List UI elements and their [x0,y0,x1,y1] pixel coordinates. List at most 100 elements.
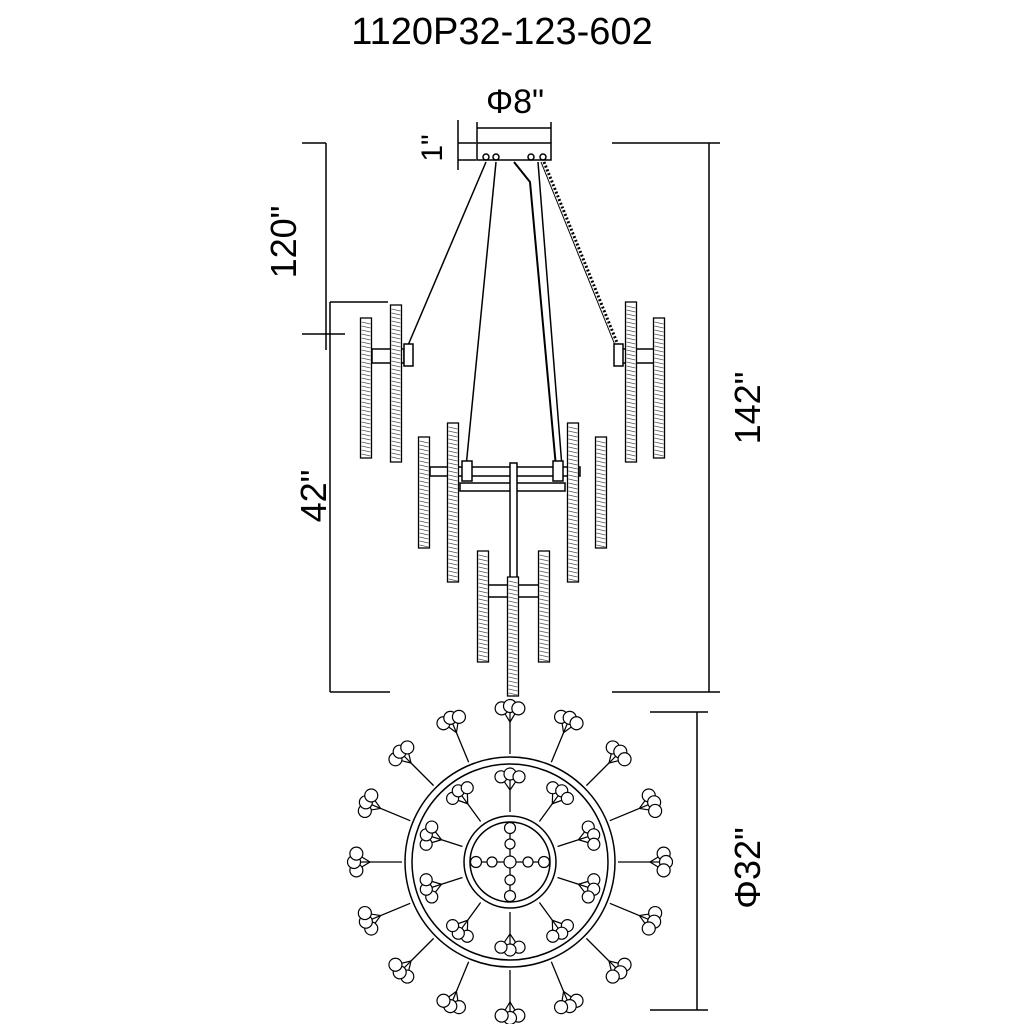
crystal-rod-facet [478,650,488,654]
crystal-rod-facet [448,514,458,518]
crystal-rod-facet [448,574,458,578]
light-cluster [446,781,482,822]
crystal-rod-facet [478,554,488,558]
crystal-rod-facet [361,409,371,413]
crystal-rod-body [446,422,460,583]
crystal-rod-facet [596,504,606,508]
crystal-rod-facet [654,449,664,453]
crystal-rod-body [594,436,608,549]
crystal-rod-facet [391,316,401,320]
cable [405,161,487,351]
crystal-rod-facet [391,424,401,428]
crystal-rod-facet [539,554,549,558]
crystal-rod-facet [568,506,578,510]
crystal-rod-facet [361,373,371,377]
crystal-rod-facet [626,317,636,321]
cluster-stem [467,803,482,822]
crystal-rod-facet [596,536,606,540]
light-cluster [557,820,601,851]
center-arm [503,821,517,862]
crystal-rod-facet [568,438,578,442]
crystal-rod-facet [626,337,636,341]
crystal-rod-facet [626,325,636,329]
crystal-rod-facet [568,558,578,562]
crystal-rod-facet [448,454,458,458]
crystal-rod-facet [478,582,488,586]
crystal-rod-facet [448,534,458,538]
crystal-rod-facet [568,538,578,542]
crystal-rod-facet [448,554,458,558]
center-arm [469,855,510,869]
crystal-rod-facet [539,622,549,626]
crystal-rod-facet [361,421,371,425]
crystal-rod-facet [361,381,371,385]
crystal-rod-facet [419,516,429,520]
crystal-rod-facet [361,349,371,353]
crystal-rod-facet [568,434,578,438]
crystal-rod-facet [596,488,606,492]
crystal-rod-facet [654,393,664,397]
crystal-rod-facet [478,558,488,562]
crystal-rod-facet [539,638,549,642]
crystal-rod-facet [361,389,371,393]
light-cluster [585,937,632,984]
crystal-rod-facet [419,508,429,512]
crystal-rod-facet [568,498,578,502]
crystal-rod-facet [478,598,488,602]
crystal-rod-facet [391,308,401,312]
crystal-rod-facet [539,642,549,646]
crystal-rod-facet [361,425,371,429]
crystal-rod-facet [478,570,488,574]
crystal-rod-facet [626,405,636,409]
crystal-rod-facet [478,566,488,570]
crystal-rod-facet [568,522,578,526]
crystal-rod-facet [448,558,458,562]
inner-ring [463,815,557,909]
crystal-rod-facet [508,668,518,672]
crystal-rod-facet [626,349,636,353]
crystal-rod-facet [448,446,458,450]
crystal-rod-facet [448,498,458,502]
crystal-rod-facet [596,540,606,544]
crystal-rod-facet [568,478,578,482]
cluster-stem [538,803,553,822]
bulb [546,929,560,943]
crystal-rod-facet [508,676,518,680]
crystal-rod-facet [419,444,429,448]
crystal-rod-facet [391,420,401,424]
crystal-rod-facet [626,329,636,333]
crystal-rod-facet [419,484,429,488]
crystal-rod-facet [508,644,518,648]
crystal-rod-facet [568,442,578,446]
crystal-rod-facet [508,600,518,604]
crystal-rod-facet [568,530,578,534]
light-cluster [388,740,435,787]
crystal-rod-facet [654,357,664,361]
crystal-rod-facet [391,336,401,340]
light-cluster [538,902,574,943]
crystal-rod-facet [361,441,371,445]
crystal-rod-facet [568,502,578,506]
crystal-rod-facet [626,417,636,421]
crystal-rod-facet [478,610,488,614]
crystal-rod-facet [478,646,488,650]
cable [537,161,563,468]
crystal-rod-facet [478,630,488,634]
crystal-rod-facet [391,380,401,384]
cluster-stem [467,902,482,921]
crystal-rod-body [389,304,403,463]
crystal-rod-facet [626,309,636,313]
crystal-rod-facet [654,321,664,325]
crystal-rod-facet [568,546,578,550]
crystal-rod-facet [391,340,401,344]
crystal-rod-facet [478,622,488,626]
crystal-rod-facet [539,562,549,566]
crystal-rod-facet [568,426,578,430]
crystal-rod-facet [448,494,458,498]
bulb [349,846,364,861]
crystal-rod-facet [448,530,458,534]
crystal-rod-facet [654,361,664,365]
crystal-rod-facet [654,345,664,349]
crystal-rod-facet [419,472,429,476]
crystal-rod-facet [448,510,458,514]
